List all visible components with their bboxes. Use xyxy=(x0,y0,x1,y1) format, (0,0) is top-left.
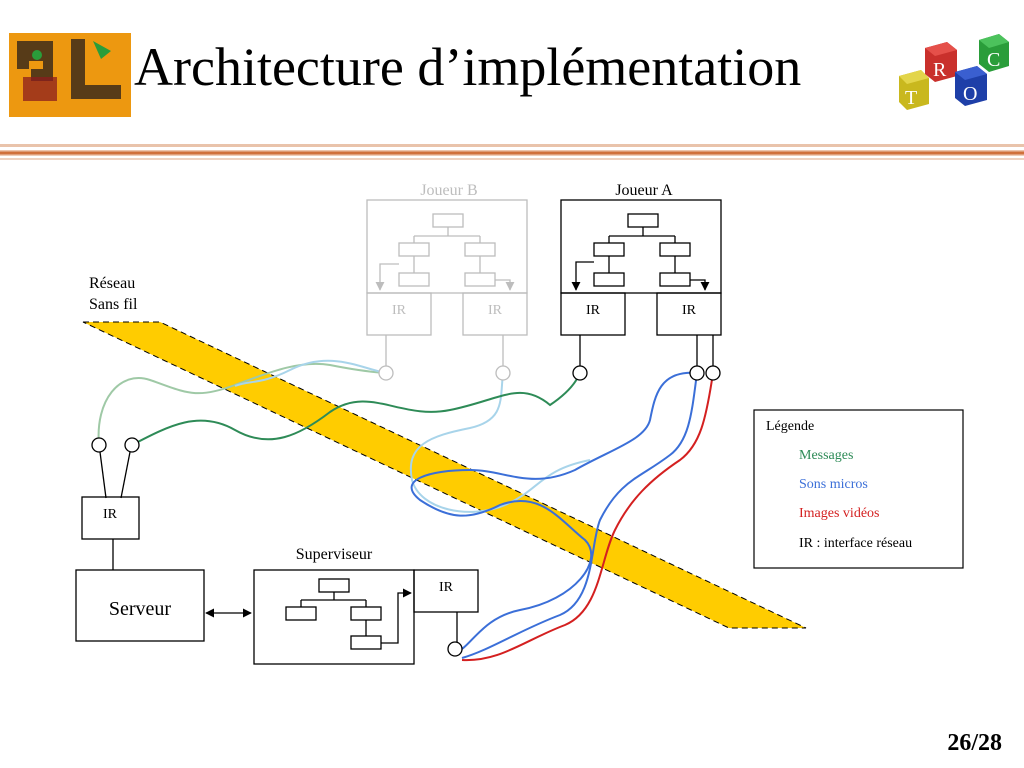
svg-text:C: C xyxy=(987,49,1000,71)
supervisor-box xyxy=(253,569,479,665)
cable-joueur-b-sons-2 xyxy=(234,359,387,387)
reseau-label-line1: Réseau xyxy=(89,275,135,292)
joueur-b-box xyxy=(366,199,528,381)
joueur-b-ir-left: IR xyxy=(392,303,407,318)
joueur-a-box xyxy=(560,199,722,381)
page-number: 26/28 xyxy=(947,730,1002,756)
reseau-label-line2: Sans fil xyxy=(89,296,138,313)
cable-joueur-a-sons-2 xyxy=(461,372,698,659)
server-ir-antennas xyxy=(75,437,205,642)
joueur-b-ir-right: IR xyxy=(488,303,503,318)
legend-item-images-videos: Images vidéos xyxy=(799,506,879,521)
legend-item-ir: IR : interface réseau xyxy=(799,536,912,551)
legend-title: Légende xyxy=(766,419,814,434)
letter-cubes-logo-icon: T R O C xyxy=(899,34,1009,110)
joueur-a-label: Joueur A xyxy=(615,182,673,199)
cable-joueur-a-sons xyxy=(410,371,698,653)
legend-item-messages: Messages xyxy=(799,448,853,463)
svg-text:T: T xyxy=(905,87,917,109)
legend-item-sons-micros: Sons micros xyxy=(799,477,868,492)
cable-joueur-a-messages xyxy=(131,372,581,446)
wireless-network-band xyxy=(82,321,807,629)
joueur-a-ir-right: IR xyxy=(682,303,697,318)
9l-logo-icon xyxy=(9,33,131,117)
svg-text:O: O xyxy=(963,83,977,105)
joueur-b-label: Joueur B xyxy=(420,182,477,199)
page-title: Architecture d’implémentation xyxy=(134,37,802,97)
header-rule xyxy=(0,144,1024,160)
joueur-a-ir-left: IR xyxy=(586,303,601,318)
cable-joueur-b-sons xyxy=(409,372,591,513)
svg-text:R: R xyxy=(933,59,947,81)
server-ir-label: IR xyxy=(103,507,118,522)
supervisor-ir-label: IR xyxy=(439,580,454,595)
legend-box xyxy=(753,409,964,569)
cable-joueur-a-images xyxy=(461,372,714,662)
server-label: Serveur xyxy=(109,598,172,620)
supervisor-label: Superviseur xyxy=(296,546,373,563)
